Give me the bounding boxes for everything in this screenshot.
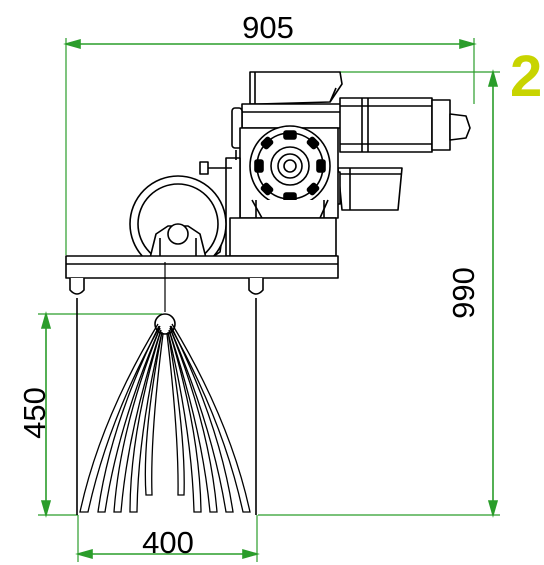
rope-fan [79, 323, 251, 513]
dimension-spread-label: 400 [142, 525, 194, 560]
main-beam [65, 255, 339, 279]
lower-cylinder [327, 167, 403, 211]
figure-number-badge: 2 [510, 44, 542, 109]
dimension-lines [38, 38, 500, 562]
gearbox [239, 125, 339, 219]
dimension-height-label: 990 [446, 267, 481, 319]
machine-drawing [65, 71, 471, 515]
base-block [229, 217, 337, 257]
actuator-cylinder [339, 97, 471, 153]
dimension-width-label: 905 [242, 10, 294, 45]
hanger-hooks [69, 278, 264, 515]
cable-drum [129, 175, 227, 273]
dimension-drop-label: 450 [17, 387, 52, 439]
motor-housing [231, 71, 343, 149]
